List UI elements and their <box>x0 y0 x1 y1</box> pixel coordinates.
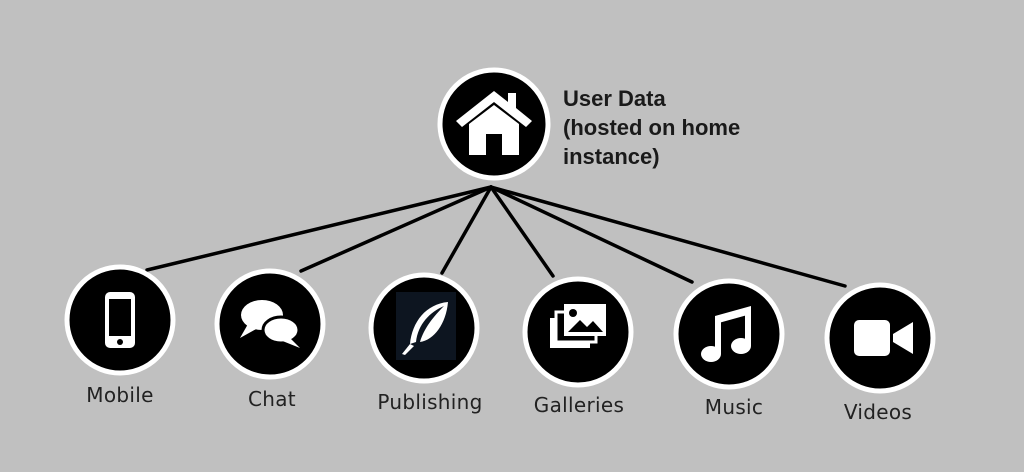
connectors <box>145 185 847 288</box>
mobile-phone-icon <box>105 292 135 348</box>
root-label-line: User Data <box>563 86 666 111</box>
root-node <box>437 67 551 181</box>
video-camera-icon <box>854 320 913 356</box>
node-chat <box>214 268 326 380</box>
connector-videos <box>489 185 847 288</box>
node-mobile <box>64 264 176 376</box>
node-galleries <box>522 276 634 388</box>
root-label: User Data (hosted on home instance) <box>563 84 793 171</box>
connector-music <box>489 185 694 284</box>
music-note-icon <box>701 306 751 362</box>
label-chat: Chat <box>248 387 296 411</box>
node-music <box>673 278 785 390</box>
home-icon <box>456 91 532 155</box>
chat-bubbles-icon <box>240 300 301 348</box>
label-mobile: Mobile <box>86 383 154 407</box>
label-videos: Videos <box>843 400 913 424</box>
root-label-line: instance) <box>563 144 660 169</box>
connector-mobile <box>145 185 493 272</box>
connector-galleries <box>489 185 555 278</box>
label-galleries: Galleries <box>533 393 625 417</box>
node-publishing <box>368 272 480 384</box>
label-publishing: Publishing <box>377 390 483 414</box>
root-label-line: (hosted on home <box>563 115 741 140</box>
connector-chat <box>299 185 493 273</box>
connector-publishing <box>440 185 493 275</box>
label-music: Music <box>704 395 764 419</box>
node-videos <box>824 282 936 394</box>
feather-icon <box>402 302 448 355</box>
image-gallery-icon <box>550 304 606 348</box>
